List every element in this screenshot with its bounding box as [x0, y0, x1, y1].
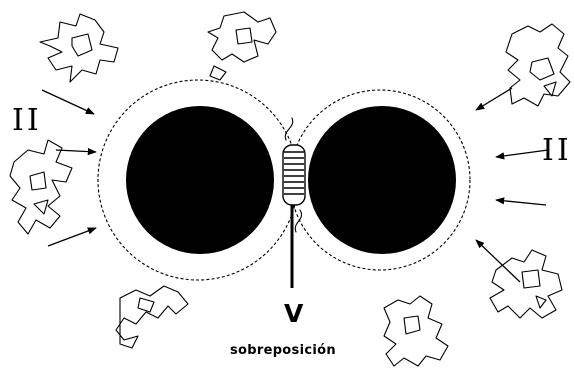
arrow-right-lower: [496, 200, 546, 205]
overlap-marker-label: V: [284, 299, 304, 328]
arrow-lower-left: [48, 228, 96, 246]
region-label-left: II: [12, 103, 42, 138]
overlap-caption: sobreposición: [230, 343, 336, 358]
arrow-left-middle: [56, 150, 96, 152]
polymer-coil-top-center: [208, 12, 276, 80]
arrow-upper-right: [476, 88, 512, 110]
arrow-lower-right: [476, 240, 520, 282]
region-label-right: II: [542, 133, 572, 168]
polymer-coil-mid-left: [10, 140, 72, 234]
arrow-upper-left: [42, 90, 94, 114]
arrow-right-middle: [496, 150, 548, 157]
polymer-coil-bottom-center: [384, 296, 448, 366]
left-particle-core: [126, 106, 274, 254]
polymer-coil-top-right: [506, 24, 570, 106]
right-particle-core: [308, 106, 456, 254]
polymer-coil-bottom-right: [490, 250, 562, 318]
polymer-coil-bottom-left: [116, 286, 188, 348]
polymer-coil-top-left: [40, 14, 118, 82]
